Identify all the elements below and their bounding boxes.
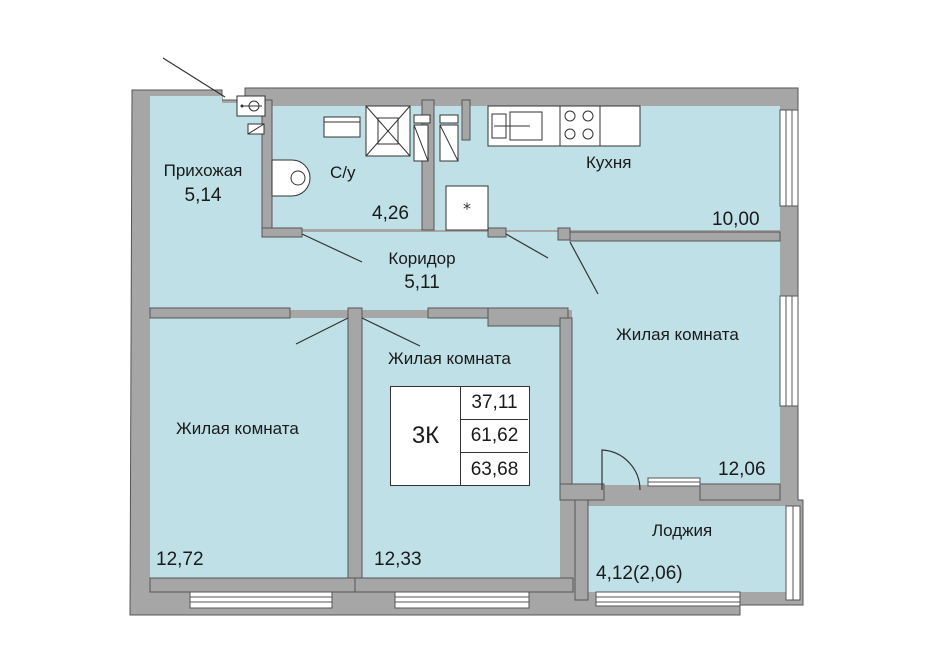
label-living-right-area: 12,06: [718, 459, 766, 480]
label-corridor-name: Коридор: [388, 249, 456, 268]
label-hall-area: 5,14: [184, 185, 222, 206]
utility-meter-icon: [236, 95, 266, 135]
interior-walls: [149, 99, 781, 601]
total-area: 61,62: [461, 420, 528, 453]
label-hall-name: Прихожая: [163, 161, 243, 180]
bathroom-fixtures: [271, 105, 459, 197]
room-hall-top: [150, 96, 222, 106]
total-area-with-loggia: 63,68: [470, 458, 519, 480]
label-corridor-area: 5,11: [404, 272, 440, 293]
label-bath-name: С/у: [330, 163, 356, 182]
apartment-type: 3К: [391, 387, 461, 485]
door-swings: [162, 57, 641, 491]
apartment-areas: 37,11 61,62 63,68: [461, 387, 528, 485]
label-kitchen-name: Кухня: [586, 153, 632, 172]
label-bath-area: 4,26: [372, 203, 409, 224]
label-living-right-name: Жилая комната: [616, 325, 739, 344]
label-living-mid-area: 12,33: [374, 549, 422, 570]
windows: [189, 109, 801, 609]
room-living-left: [150, 318, 348, 580]
room-living-right: [572, 240, 780, 485]
room-corridor: [150, 232, 575, 310]
label-living-mid-name: Жилая комната: [388, 349, 511, 368]
label-loggia-name: Лоджия: [652, 521, 713, 540]
kitchen-fan-icon: *: [463, 199, 471, 218]
label-kitchen-area: 10,00: [712, 209, 760, 230]
room-loggia: [588, 506, 786, 592]
label-living-left-area: 12,72: [156, 549, 204, 570]
label-living-left-name: Жилая комната: [176, 419, 299, 438]
apartment-summary: 3К 37,11 61,62 63,68: [390, 386, 530, 486]
label-loggia-area: 4,12(2,06): [596, 563, 683, 584]
kitchen-fixtures: [445, 105, 641, 231]
living-area: 37,11: [461, 387, 528, 420]
